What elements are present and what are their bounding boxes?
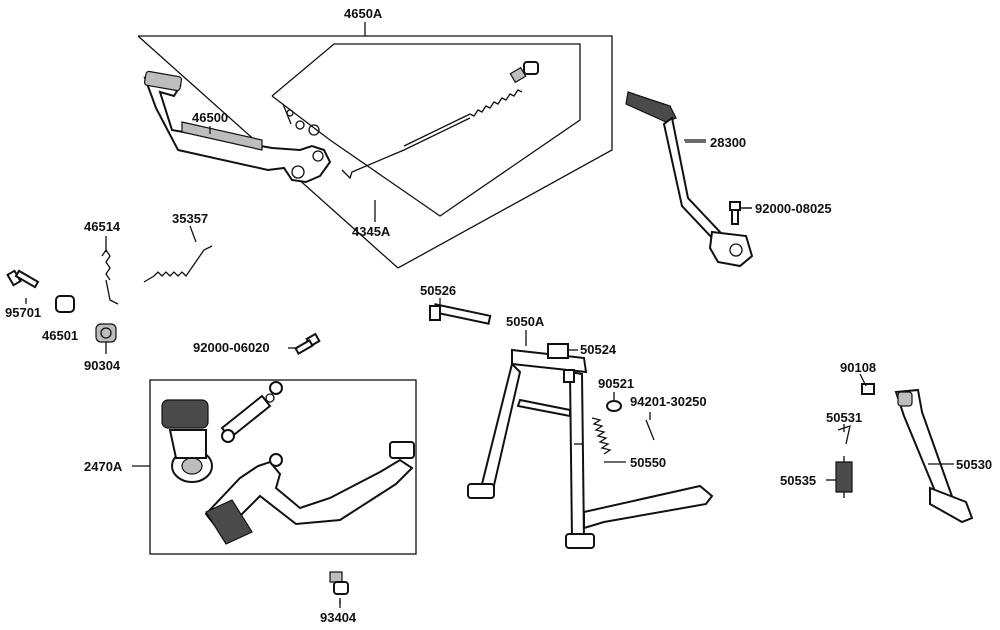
label-46514: 46514 bbox=[84, 219, 121, 234]
small-parts-left bbox=[6, 245, 321, 355]
label-93404: 93404 bbox=[320, 610, 357, 625]
label-28300: 28300 bbox=[710, 135, 746, 150]
part-labels: 4650A 46500 4345A 28300 92000-08025 4651… bbox=[5, 6, 992, 625]
label-35357: 35357 bbox=[172, 211, 208, 226]
label-90304: 90304 bbox=[84, 358, 121, 373]
label-94201-30250: 94201-30250 bbox=[630, 394, 707, 409]
label-5050A: 5050A bbox=[506, 314, 545, 329]
label-50550: 50550 bbox=[630, 455, 666, 470]
label-92000-06020: 92000-06020 bbox=[193, 340, 270, 355]
label-50535: 50535 bbox=[780, 473, 816, 488]
gear-shift-pedal-group bbox=[132, 379, 417, 555]
label-4650A: 4650A bbox=[344, 6, 383, 21]
washer-pin-parts bbox=[606, 400, 655, 441]
side-stand-part bbox=[835, 383, 974, 524]
label-95701: 95701 bbox=[5, 305, 41, 320]
label-50524: 50524 bbox=[580, 342, 617, 357]
label-90521: 90521 bbox=[598, 376, 634, 391]
brake-pedal-assembly-group bbox=[137, 22, 613, 269]
label-90108: 90108 bbox=[840, 360, 876, 375]
brake-pedal-part bbox=[143, 70, 332, 184]
label-4345A: 4345A bbox=[352, 224, 391, 239]
bolt-93404-part bbox=[329, 571, 349, 604]
label-50526: 50526 bbox=[420, 283, 456, 298]
label-2470A: 2470A bbox=[84, 459, 123, 474]
label-46500: 46500 bbox=[192, 110, 228, 125]
leader-lines bbox=[25, 126, 954, 608]
label-50530: 50530 bbox=[956, 457, 992, 472]
bolt-92000-08025-part bbox=[729, 201, 752, 225]
label-92000-08025: 92000-08025 bbox=[755, 201, 832, 216]
kick-starter-part bbox=[625, 91, 754, 268]
label-46501: 46501 bbox=[42, 328, 78, 343]
label-50531: 50531 bbox=[826, 410, 862, 425]
main-stand-part bbox=[429, 303, 714, 549]
brake-rod-part bbox=[282, 61, 539, 180]
